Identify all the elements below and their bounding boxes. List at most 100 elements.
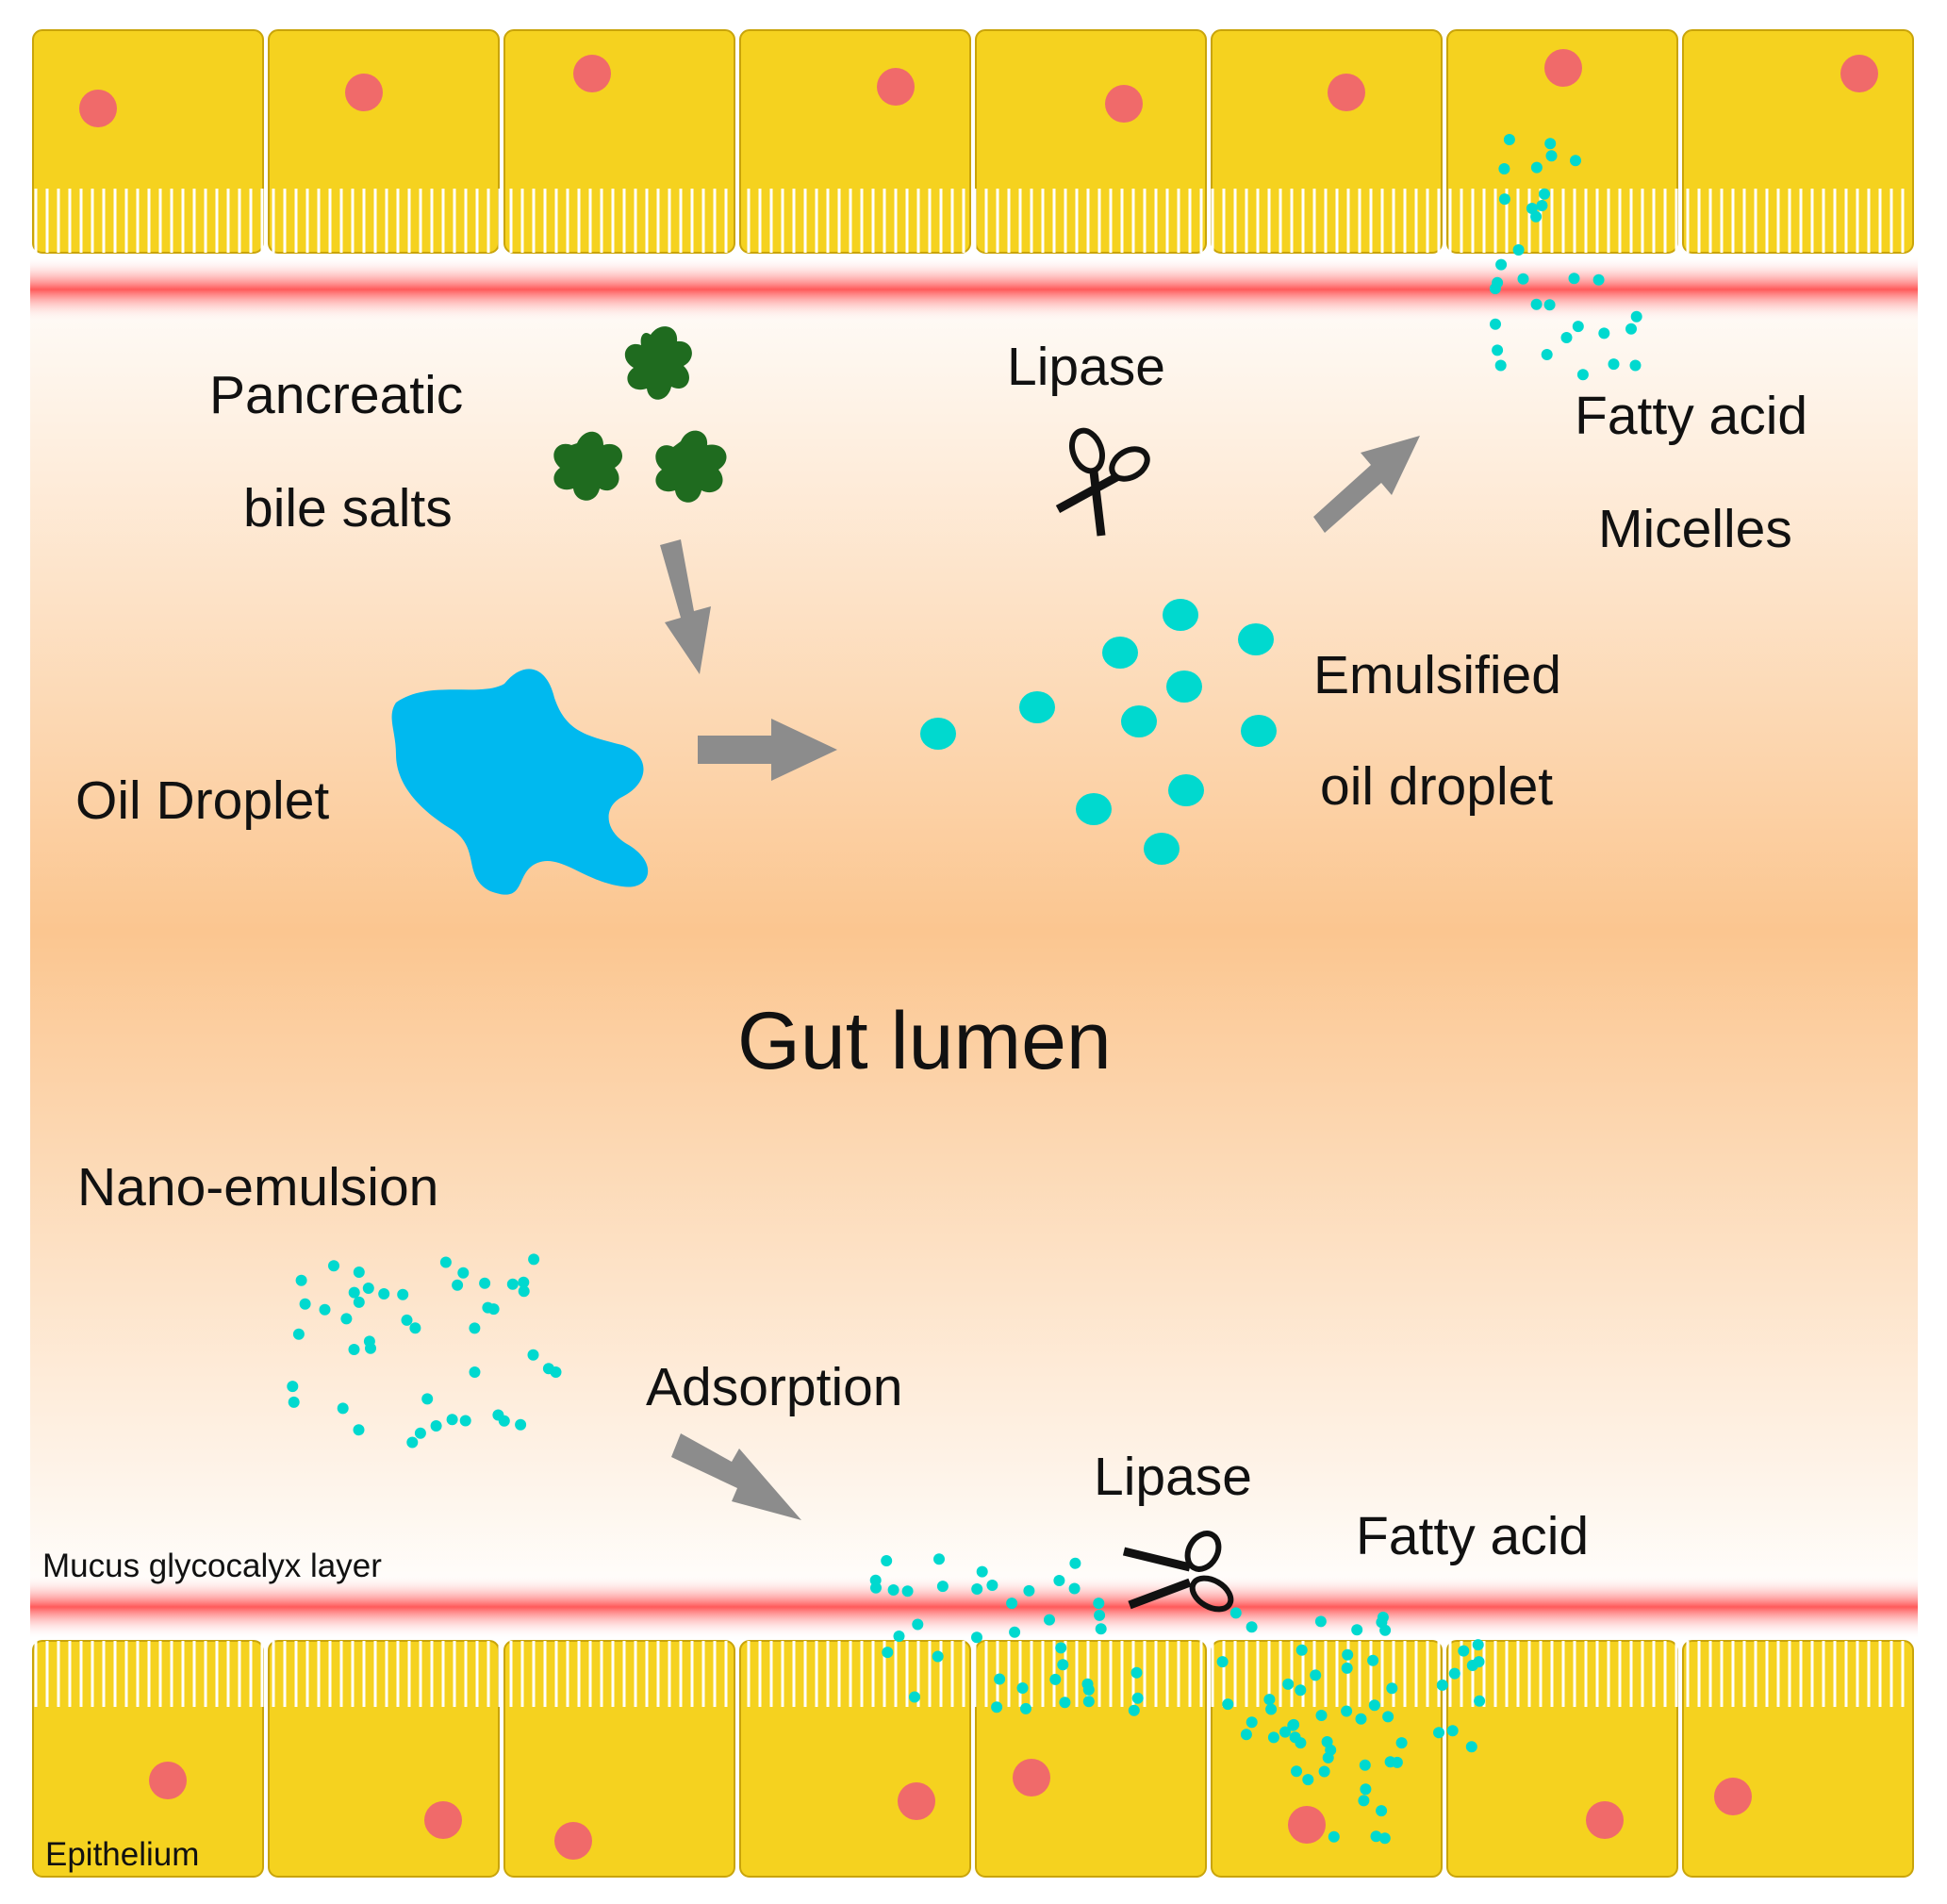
epithelial-cell bbox=[1682, 1640, 1914, 1878]
oil-droplet-icon bbox=[391, 669, 649, 895]
nano-particle bbox=[1360, 1783, 1372, 1796]
label-fatty-acid-top: Fatty acid bbox=[1575, 386, 1807, 446]
nano-particle bbox=[1049, 1673, 1062, 1685]
nucleus-icon bbox=[573, 55, 611, 92]
nano-particle bbox=[528, 1253, 540, 1266]
nano-particle bbox=[337, 1402, 349, 1415]
nano-particle bbox=[1391, 1756, 1403, 1768]
nano-particle bbox=[487, 1303, 500, 1316]
nano-particle bbox=[1436, 1679, 1448, 1691]
nano-particle bbox=[518, 1285, 530, 1298]
nucleus-icon bbox=[1840, 55, 1878, 92]
nano-particle bbox=[1351, 1624, 1363, 1636]
emulsified-particle bbox=[1076, 793, 1112, 825]
nano-particle bbox=[542, 1363, 554, 1375]
nano-particle bbox=[1016, 1682, 1029, 1694]
epithelial-cell bbox=[268, 1640, 500, 1878]
arrows bbox=[660, 436, 1420, 1520]
nano-particle bbox=[319, 1303, 331, 1316]
epithelial-cell bbox=[975, 29, 1207, 254]
arrow-icon bbox=[1313, 436, 1420, 533]
nano-particle bbox=[1279, 1726, 1291, 1738]
nano-particle bbox=[901, 1585, 914, 1598]
nano-particle bbox=[994, 1673, 1006, 1685]
nano-particle bbox=[1544, 138, 1557, 150]
nano-particle bbox=[1128, 1704, 1140, 1716]
nano-particle bbox=[1009, 1626, 1021, 1638]
emulsified-particle bbox=[1163, 599, 1198, 631]
nano-particle bbox=[1545, 150, 1558, 162]
nano-particle bbox=[469, 1366, 481, 1378]
nano-particle bbox=[1570, 155, 1581, 167]
nano-particle bbox=[1473, 1656, 1485, 1668]
label-fatty-acid-bottom: Fatty acid bbox=[1356, 1506, 1589, 1566]
nano-particle bbox=[397, 1288, 409, 1300]
nano-particle bbox=[1498, 163, 1510, 174]
nano-particle bbox=[1541, 349, 1553, 360]
nano-particle bbox=[414, 1427, 426, 1439]
nano-particle bbox=[1358, 1795, 1370, 1807]
nano-particle bbox=[1568, 273, 1580, 285]
nucleus-icon bbox=[1586, 1801, 1624, 1839]
scissors-icon bbox=[1055, 427, 1150, 537]
nano-particle bbox=[870, 1581, 882, 1594]
nucleus-icon bbox=[149, 1762, 187, 1799]
nano-particle bbox=[1267, 1731, 1279, 1744]
nano-particle bbox=[469, 1322, 481, 1334]
nano-particle bbox=[1314, 1615, 1327, 1628]
nano-particle bbox=[362, 1283, 374, 1294]
nucleus-icon bbox=[898, 1782, 935, 1820]
nano-particle bbox=[1355, 1713, 1367, 1725]
nano-particle bbox=[1130, 1666, 1143, 1679]
nano-particle bbox=[971, 1631, 982, 1644]
emulsified-particle bbox=[1144, 833, 1180, 865]
nano-particle bbox=[353, 1296, 365, 1308]
emulsified-particle bbox=[1019, 691, 1055, 723]
nano-particle bbox=[1282, 1678, 1295, 1690]
nano-particle bbox=[882, 1647, 894, 1659]
label-pancreatic: Pancreatic bbox=[209, 365, 463, 425]
gut-lumen-background bbox=[30, 253, 1918, 1611]
nano-particle bbox=[1082, 1696, 1095, 1708]
label-lipase-bottom: Lipase bbox=[1094, 1447, 1252, 1507]
bile-salt-icon bbox=[624, 326, 692, 400]
label-micelles: Micelles bbox=[1598, 499, 1792, 559]
nano-particle bbox=[1006, 1598, 1018, 1610]
nano-particle bbox=[1494, 359, 1507, 372]
nano-particle bbox=[1576, 369, 1589, 381]
nano-particle bbox=[1321, 1736, 1333, 1747]
nucleus-icon bbox=[1105, 85, 1143, 123]
nano-particle bbox=[1044, 1614, 1055, 1626]
nano-particle bbox=[1095, 1623, 1107, 1635]
label-epithelium: Epithelium bbox=[45, 1836, 199, 1873]
nano-particle bbox=[1315, 1710, 1328, 1721]
nano-particle bbox=[1536, 200, 1548, 211]
nano-particle bbox=[1465, 1741, 1477, 1753]
nucleus-icon bbox=[424, 1801, 462, 1839]
nano-particle bbox=[1530, 298, 1543, 310]
nano-particle bbox=[1370, 1830, 1382, 1843]
nano-particle bbox=[299, 1298, 311, 1310]
top-epithelium bbox=[32, 29, 1914, 254]
nano-particle bbox=[1630, 310, 1642, 323]
nucleus-icon bbox=[79, 90, 117, 127]
nano-particle bbox=[1093, 1598, 1105, 1610]
nano-particle bbox=[1295, 1684, 1307, 1697]
label-nano-emulsion: Nano-emulsion bbox=[77, 1157, 438, 1217]
particles bbox=[287, 134, 1642, 1845]
nano-particle bbox=[893, 1631, 905, 1642]
nano-particle bbox=[1053, 1575, 1065, 1586]
bile-salt-icon bbox=[655, 430, 727, 503]
nano-particle bbox=[292, 1328, 305, 1340]
nano-particle bbox=[933, 1553, 945, 1565]
nano-particle bbox=[1498, 193, 1510, 206]
nano-particle bbox=[1310, 1669, 1322, 1681]
nano-particle bbox=[340, 1313, 353, 1325]
nano-particle bbox=[936, 1581, 949, 1593]
emulsified-particle bbox=[1238, 623, 1274, 655]
emulsified-particle bbox=[1121, 705, 1157, 737]
nano-particle bbox=[515, 1418, 527, 1431]
epithelial-cell bbox=[268, 29, 500, 254]
bile-salts-cluster bbox=[553, 326, 727, 503]
nano-particle bbox=[1539, 188, 1550, 200]
